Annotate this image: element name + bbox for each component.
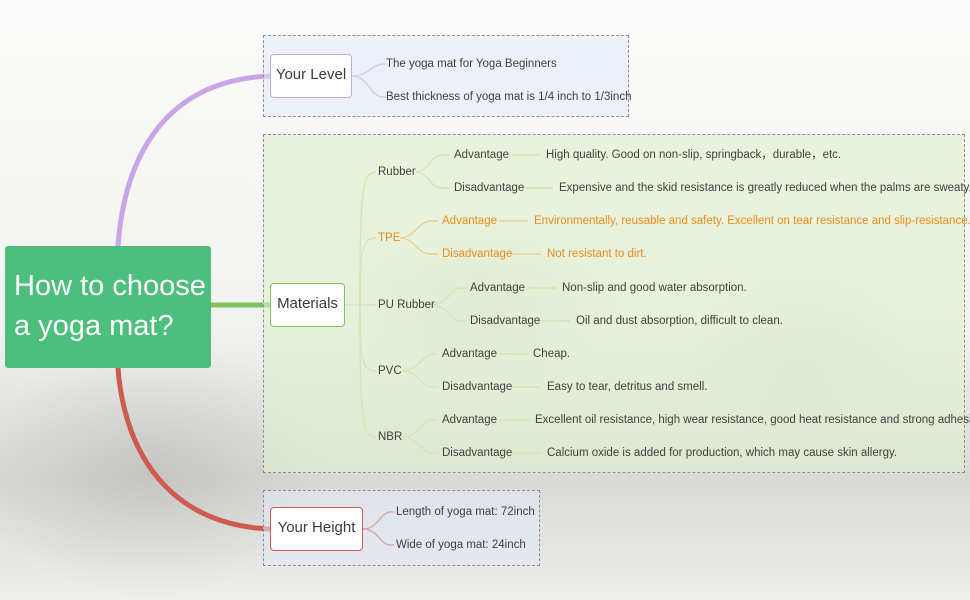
level-item[interactable]: The yoga mat for Yoga Beginners: [386, 58, 557, 70]
nbr-advantage-text[interactable]: Excellent oil resistance, high wear resi…: [535, 414, 970, 426]
rubber-disadvantage-label[interactable]: Disadvantage: [454, 182, 525, 194]
pu-rubber-disadvantage-label[interactable]: Disadvantage: [470, 315, 541, 327]
connector-height: [115, 367, 271, 532]
materials-group: [263, 134, 965, 473]
tpe-advantage-text[interactable]: Environmentally, reusable and safety. Ex…: [534, 215, 970, 227]
rubber-disadvantage-text[interactable]: Expensive and the skid resistance is gre…: [559, 182, 970, 194]
material-pvc[interactable]: PVC: [378, 365, 402, 377]
pu-rubber-advantage-text[interactable]: Non-slip and good water absorption.: [562, 282, 747, 294]
pvc-disadvantage-text[interactable]: Easy to tear, detritus and smell.: [547, 381, 708, 393]
pvc-advantage-label[interactable]: Advantage: [442, 348, 497, 360]
material-tpe[interactable]: TPE: [378, 232, 401, 244]
height-item[interactable]: Wide of yoga mat: 24inch: [396, 539, 526, 551]
root-topic[interactable]: How to choose a yoga mat?: [5, 246, 211, 368]
nbr-disadvantage-text[interactable]: Calcium oxide is added for production, w…: [547, 447, 898, 459]
your-height-node[interactable]: Your Height: [270, 507, 363, 551]
material-nbr[interactable]: NBR: [378, 431, 403, 443]
materials-node[interactable]: Materials: [270, 283, 345, 327]
pu-rubber-disadvantage-text[interactable]: Oil and dust absorption, difficult to cl…: [576, 315, 783, 327]
rubber-advantage-label[interactable]: Advantage: [454, 149, 509, 161]
connector-level: [115, 73, 271, 247]
material-pu-rubber[interactable]: PU Rubber: [378, 299, 435, 311]
root-topic-line1: How to choose: [14, 270, 206, 302]
height-item[interactable]: Length of yoga mat: 72inch: [396, 506, 535, 518]
nbr-advantage-label[interactable]: Advantage: [442, 414, 497, 426]
pvc-disadvantage-label[interactable]: Disadvantage: [442, 381, 513, 393]
pu-rubber-advantage-label[interactable]: Advantage: [470, 282, 525, 294]
tpe-disadvantage-label[interactable]: Disadvantage: [442, 248, 513, 260]
your-level-node[interactable]: Your Level: [270, 54, 352, 98]
nbr-disadvantage-label[interactable]: Disadvantage: [442, 447, 513, 459]
pvc-advantage-text[interactable]: Cheap.: [533, 348, 571, 360]
root-topic-line2: a yoga mat?: [14, 310, 174, 342]
material-rubber[interactable]: Rubber: [378, 166, 416, 178]
tpe-advantage-label[interactable]: Advantage: [442, 215, 497, 227]
level-item[interactable]: Best thickness of yoga mat is 1/4 inch t…: [386, 91, 632, 103]
rubber-advantage-text[interactable]: High quality. Good on non-slip, springba…: [546, 149, 842, 161]
tpe-disadvantage-text[interactable]: Not resistant to dirt.: [547, 248, 647, 260]
